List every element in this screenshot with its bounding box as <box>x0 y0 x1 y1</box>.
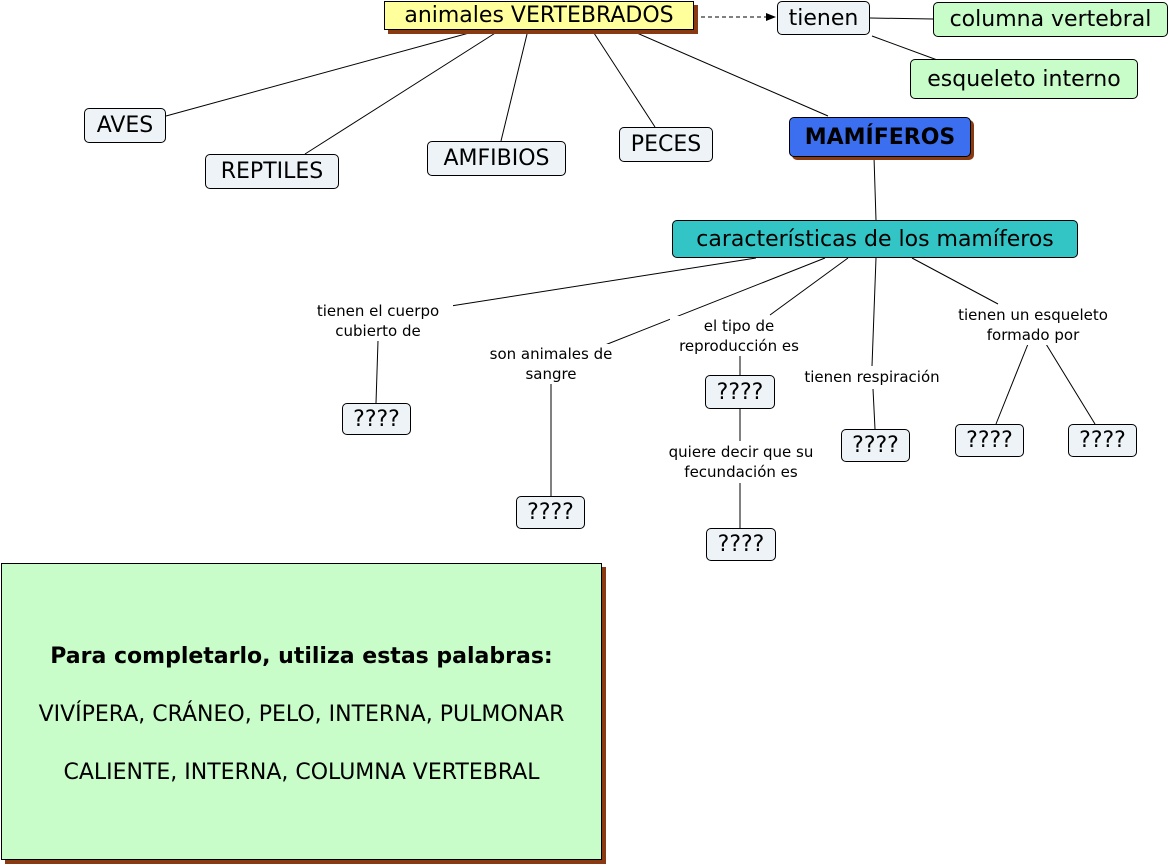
instructions-heading: Para completarlo, utiliza estas palabras… <box>50 644 553 669</box>
instructions-words-line2: CALIENTE, INTERNA, COLUMNA VERTEBRAL <box>63 760 540 785</box>
placeholder-sangre[interactable]: ???? <box>516 496 585 529</box>
placeholder-esqueleto-2[interactable]: ???? <box>1068 424 1137 457</box>
node-columna-vertebral[interactable]: columna vertebral <box>933 2 1168 37</box>
placeholder-reproduccion[interactable]: ???? <box>705 375 775 409</box>
link-label-respiracion: tienen respiración <box>797 367 947 387</box>
link-label-fecundacion: quiere decir que su fecundación es <box>660 442 822 482</box>
node-aves[interactable]: AVES <box>84 108 166 143</box>
node-mamiferos[interactable]: MAMÍFEROS <box>789 117 971 157</box>
placeholder-esqueleto-1[interactable]: ???? <box>955 424 1024 457</box>
instructions-box: Para completarlo, utiliza estas palabras… <box>1 563 602 860</box>
placeholder-respiracion[interactable]: ???? <box>841 429 910 462</box>
link-label-reproduccion: el tipo de reproducción es <box>670 316 808 356</box>
instructions-words-line1: VIVÍPERA, CRÁNEO, PELO, INTERNA, PULMONA… <box>38 702 565 727</box>
link-label-cuerpo: tienen el cuerpo cubierto de <box>303 301 453 341</box>
placeholder-fecundacion[interactable]: ???? <box>706 528 776 561</box>
node-peces[interactable]: PECES <box>619 127 713 162</box>
node-reptiles[interactable]: REPTILES <box>205 154 339 189</box>
node-caracteristicas-mamiferos[interactable]: características de los mamíferos <box>672 220 1078 258</box>
root-node-vertebrados[interactable]: animales VERTEBRADOS <box>384 1 694 30</box>
node-esqueleto-interno[interactable]: esqueleto interno <box>910 59 1138 99</box>
link-label-esqueleto: tienen un esqueleto formado por <box>948 305 1118 345</box>
node-tienen[interactable]: tienen <box>777 1 870 35</box>
node-amfibios[interactable]: AMFIBIOS <box>427 141 566 176</box>
link-label-sangre: son animales de sangre <box>478 344 624 384</box>
placeholder-pelo[interactable]: ???? <box>342 403 411 435</box>
